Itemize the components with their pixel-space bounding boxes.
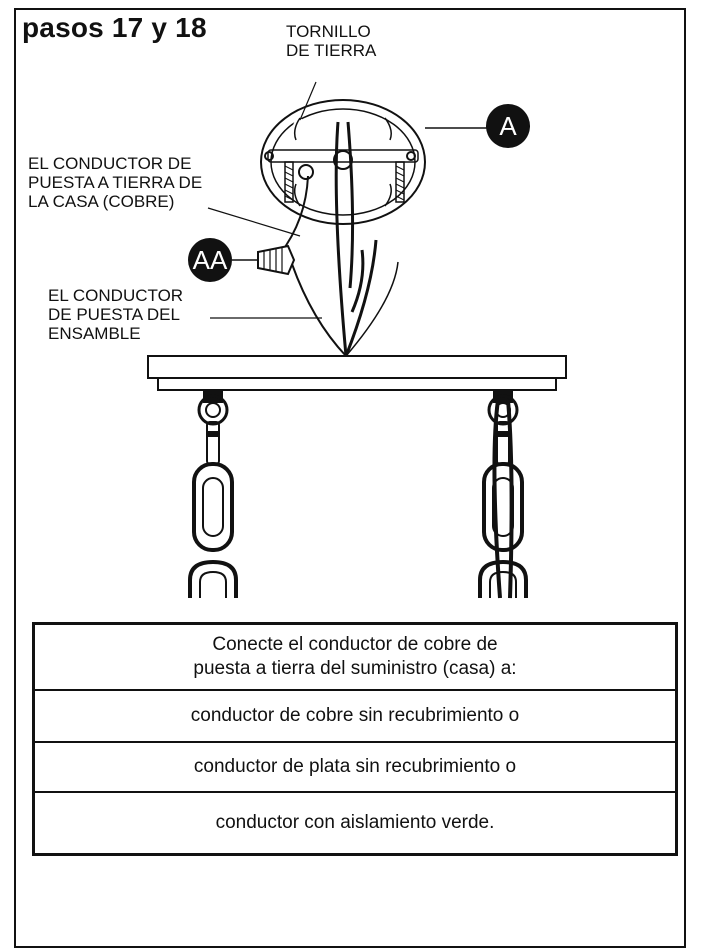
divider	[35, 689, 675, 691]
table-header: Conecte el conductor de cobre de puesta …	[193, 634, 517, 679]
divider	[35, 741, 675, 743]
callout-a: A	[486, 104, 530, 148]
divider	[35, 791, 675, 793]
left-chain	[188, 389, 238, 598]
mounting-plate	[260, 99, 426, 225]
callout-aa: AA	[188, 238, 232, 282]
table-row: conductor con aislamiento verde.	[215, 812, 495, 833]
instruction-table: Conecte el conductor de cobre de puesta …	[32, 622, 678, 856]
table-row: conductor de cobre sin recubrimiento o	[190, 705, 520, 726]
page-title: pasos 17 y 18	[22, 12, 207, 43]
house-ground-label: EL CONDUCTOR DE PUESTA A TIERRA DE LA CA…	[28, 154, 203, 211]
assembly-ground-label: EL CONDUCTOR DE PUESTA DEL ENSAMBLE	[48, 286, 184, 343]
right-chain	[478, 389, 528, 599]
ground-screw-label: TORNILLO DE TIERRA	[286, 22, 377, 60]
table-row: conductor de plata sin recubrimiento o	[193, 756, 517, 777]
